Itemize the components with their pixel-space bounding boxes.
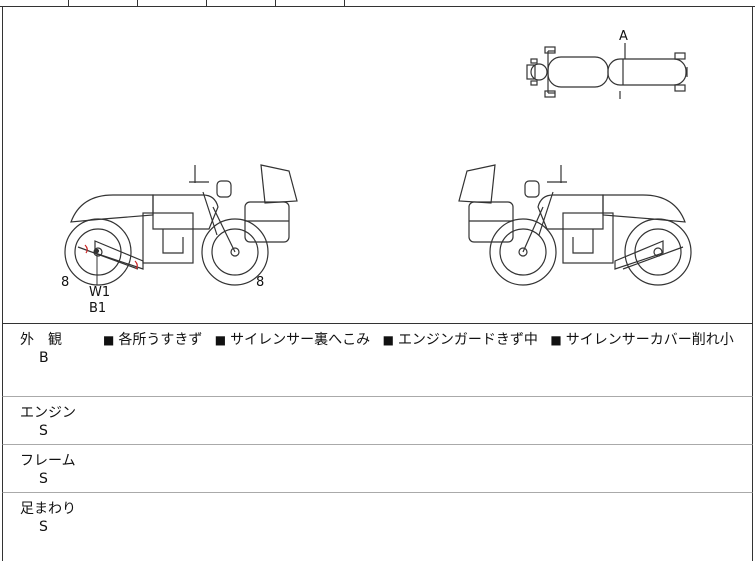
leader-lines <box>94 248 100 285</box>
marker-left-front: 8 <box>61 275 70 290</box>
exterior-note: エンジンガードきず中 <box>397 332 538 348</box>
top-cell <box>0 0 69 6</box>
suspension-title: 足まわり <box>20 501 76 517</box>
top-view-motorcycle <box>526 43 688 99</box>
marker-muffler-w1: W1 <box>89 285 111 300</box>
marker-left-rear: 8 <box>256 275 265 290</box>
exterior-note: サイレンサーカバー削れ小 <box>565 332 734 348</box>
marker-muffler-b1: B1 <box>89 301 107 316</box>
exterior-title: 外 観 <box>20 332 62 348</box>
engine-title: エンジン <box>20 405 76 421</box>
top-cell <box>69 0 138 6</box>
top-cell <box>207 0 276 6</box>
engine-grade: S <box>39 423 48 439</box>
section-suspension: 足まわり S <box>2 493 753 561</box>
frame-grade: S <box>39 471 48 487</box>
section-frame: フレーム S <box>2 445 753 493</box>
bullet-icon: ■ <box>550 333 562 347</box>
right-side-motorcycle <box>458 164 692 286</box>
top-cell <box>276 0 345 6</box>
exterior-notes: ■各所うすきず ■サイレンサー裏へこみ ■エンジンガードきず中 ■サイレンサーカ… <box>103 329 742 349</box>
damage-marks <box>84 244 138 270</box>
left-side-motorcycle <box>64 164 298 286</box>
exterior-note: サイレンサー裏へこみ <box>230 332 371 348</box>
bullet-icon: ■ <box>214 333 227 347</box>
suspension-grade: S <box>39 519 48 535</box>
motorcycle-diagram-svg <box>64 43 692 286</box>
bullet-icon: ■ <box>103 333 115 347</box>
marker-a: A <box>619 29 628 44</box>
section-exterior: 外 観 B ■各所うすきず ■サイレンサー裏へこみ ■エンジンガードきず中 ■サ… <box>2 324 753 397</box>
frame-title: フレーム <box>20 453 76 469</box>
section-engine: エンジン S <box>2 397 753 445</box>
exterior-grade: B <box>39 350 49 366</box>
damage-diagram: A 8 8 W1 B1 <box>2 7 753 324</box>
exterior-note: 各所うすきず <box>118 332 203 348</box>
top-table-strip <box>0 0 755 7</box>
bullet-icon: ■ <box>382 333 394 347</box>
top-cell <box>138 0 207 6</box>
